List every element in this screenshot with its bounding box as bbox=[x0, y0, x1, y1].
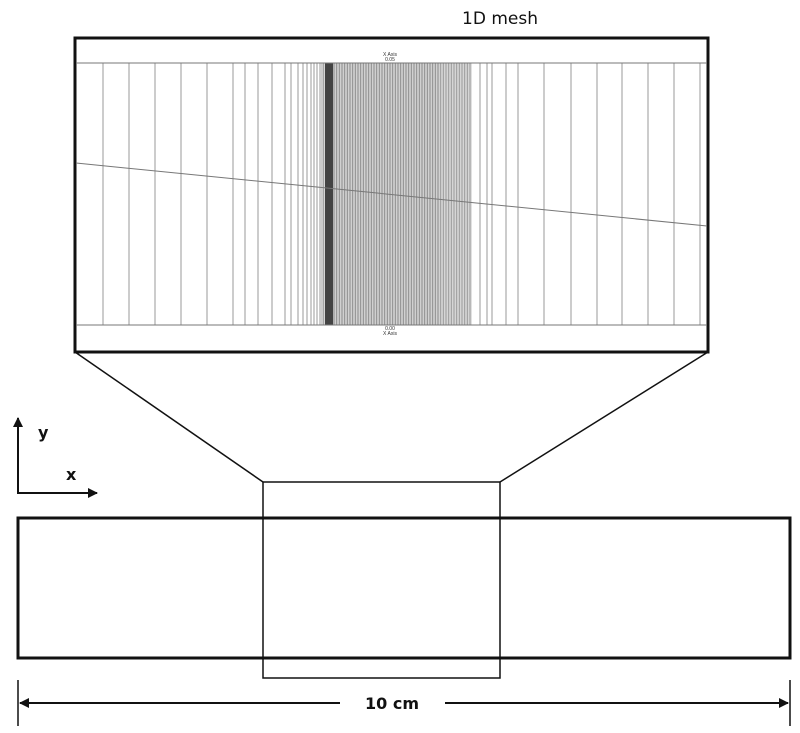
domain-rectangle bbox=[16, 516, 792, 660]
dimension-line: 10 cm bbox=[17, 680, 791, 726]
mesh-refined-band bbox=[325, 63, 333, 325]
top-axis-label: X Axis bbox=[383, 52, 397, 58]
title: 1D mesh bbox=[462, 9, 538, 29]
mesh-lines bbox=[102, 63, 701, 325]
dimension-label: 10 cm bbox=[365, 694, 419, 713]
x-axis-label: x bbox=[66, 465, 77, 484]
bottom-axis-label: X Axis bbox=[383, 331, 397, 337]
bottom-axis-value: 0.00 bbox=[385, 326, 395, 332]
solution-line bbox=[75, 162, 708, 227]
zoom-projection-left bbox=[74, 351, 264, 483]
mesh-plot: X Axis 0.05 0.00 X Axis bbox=[73, 36, 710, 354]
top-axis-value: 0.05 bbox=[385, 57, 395, 63]
y-axis-label: y bbox=[38, 423, 49, 442]
zoom-projection-right bbox=[499, 351, 709, 483]
zoom-region bbox=[262, 481, 501, 679]
coordinate-axes: y x bbox=[13, 417, 98, 498]
